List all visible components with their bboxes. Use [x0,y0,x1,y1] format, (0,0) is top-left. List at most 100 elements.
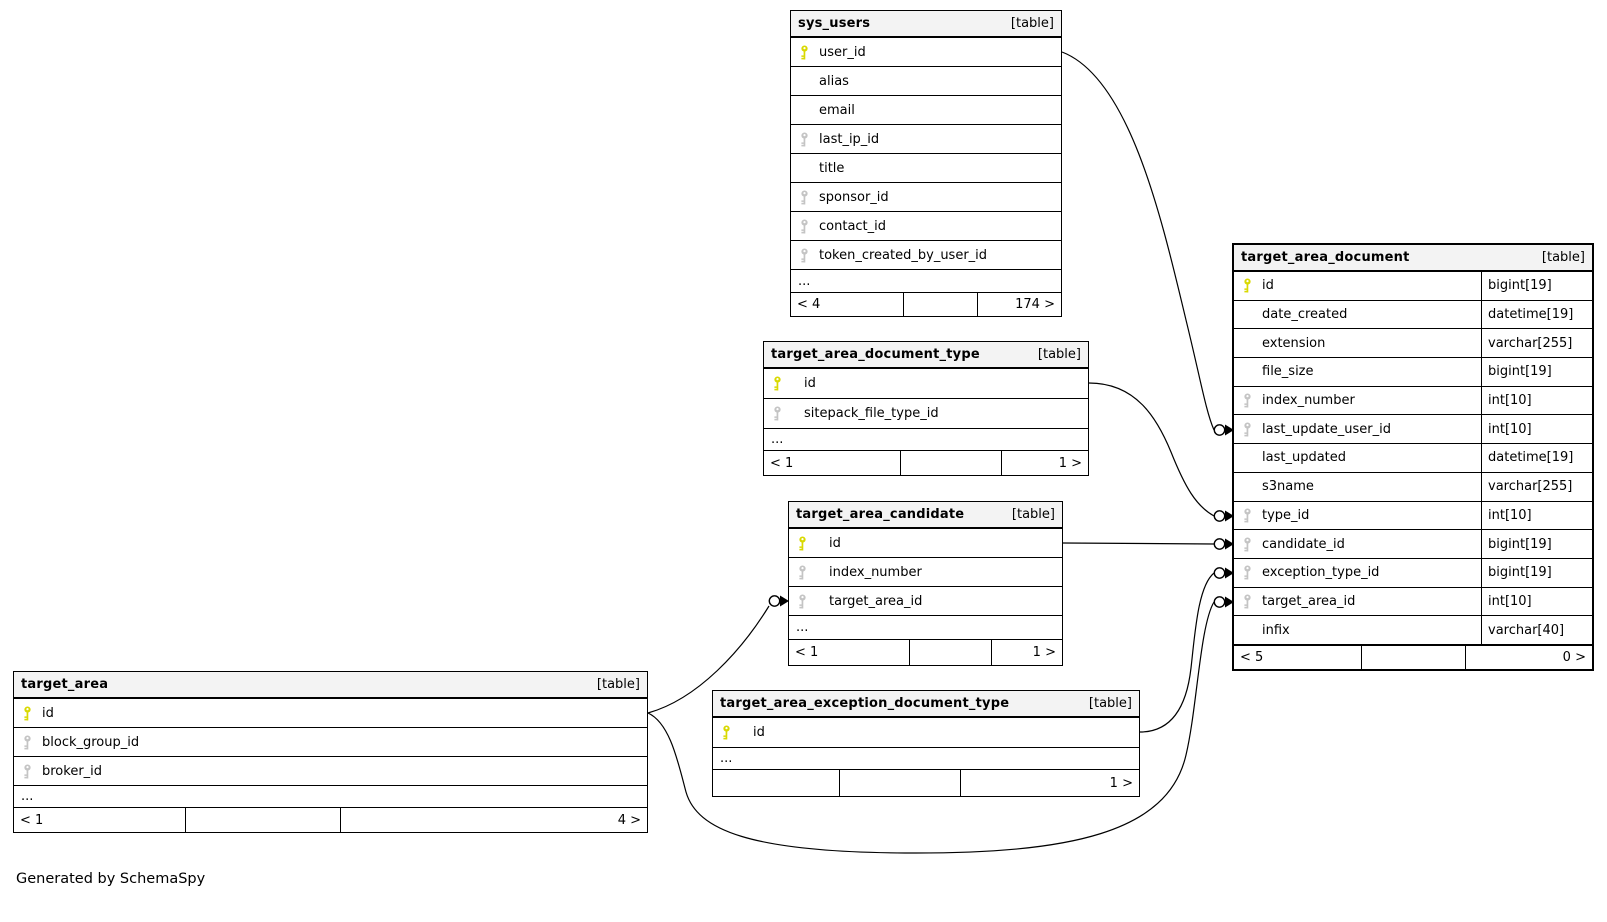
column-name: token_created_by_user_id [819,247,988,263]
column-row: title [791,154,1061,183]
table-tag: [table] [1010,16,1054,31]
foreign-key-icon [14,764,40,779]
table-footer: < 4 174 > [791,293,1061,316]
column-row: infix varchar[40] [1234,616,1592,645]
table-target_area[interactable]: target_area [table] id block_group_id br… [13,671,648,833]
column-row: target_area_id [789,587,1062,616]
table-tag: [table] [596,677,640,692]
table-sys_users[interactable]: sys_users [table] user_id alias email la… [790,10,1062,317]
fk-line-target_area_candidate-to-target_area_document [1062,538,1234,550]
column-type: varchar[255] [1481,472,1592,501]
table-name[interactable]: target_area [21,677,109,692]
column-row: last_updated datetime[19] [1234,444,1592,473]
row-count: 1 > [960,770,1139,796]
column-name: id [42,705,54,721]
column-name: id [804,376,816,391]
table-header[interactable]: target_area [table] [14,672,647,699]
column-row: broker_id [14,757,647,786]
table-name[interactable]: target_area_exception_document_type [720,696,1010,711]
foreign-key-icon [791,219,817,234]
table-footer: < 1 1 > [764,451,1088,475]
column-type: bigint[19] [1481,530,1592,558]
foreign-key-icon [1234,537,1260,552]
column-row: s3name varchar[255] [1234,472,1592,502]
zero-or-one-circle [1213,596,1226,608]
table-target_area_document_type[interactable]: target_area_document_type [table] id sit… [763,341,1089,476]
parent-count: < 1 [20,812,44,828]
ellipsis-row: ... [789,616,1062,640]
column-row: contact_id [791,212,1061,241]
foreign-key-icon [1234,422,1260,437]
foreign-key-icon [791,132,817,147]
table-tag: [table] [1037,347,1081,362]
column-row: candidate_id bigint[19] [1234,530,1592,559]
foreign-key-icon [789,565,815,580]
fk-line-target_area_exception_document_type-to-target_area_document [1139,567,1234,733]
table-header[interactable]: target_area_document_type [table] [764,342,1088,369]
foreign-key-icon [1234,393,1260,408]
column-name: date_created [1262,307,1348,323]
table-name[interactable]: target_area_candidate [796,507,965,522]
column-name: candidate_id [1262,536,1345,552]
table-header[interactable]: target_area_document [table] [1234,245,1592,272]
table-header[interactable]: target_area_exception_document_type [tab… [713,691,1139,718]
zero-or-one-circle [1213,424,1226,436]
table-name[interactable]: sys_users [798,16,871,31]
column-name: sitepack_file_type_id [804,406,939,421]
table-footer: 1 > [713,770,1139,796]
column-row: alias [791,67,1061,96]
column-row: extension varchar[255] [1234,329,1592,359]
ellipsis-row: ... [14,786,647,808]
column-row: index_number [789,558,1062,587]
row-count: 174 > [977,293,1061,316]
foreign-key-icon [1234,508,1260,523]
column-type: bigint[19] [1481,272,1592,300]
row-count: 1 > [1000,451,1088,475]
foreign-key-icon [764,406,790,421]
column-row: last_ip_id [791,125,1061,154]
column-row: date_created datetime[19] [1234,300,1592,330]
table-target_area_candidate[interactable]: target_area_candidate [table] id index_n… [788,501,1063,666]
column-name: target_area_id [1262,593,1356,609]
column-row: index_number int[10] [1234,386,1592,416]
column-row: id [14,699,647,728]
column-row: id [764,369,1088,399]
table-target_area_exception_document_type[interactable]: target_area_exception_document_type [tab… [712,690,1140,797]
table-tag: [table] [1088,696,1132,711]
column-row: sitepack_file_type_id [764,399,1088,429]
column-name: alias [819,73,849,89]
row-count: 4 > [339,808,647,832]
column-name: user_id [819,44,866,60]
table-name[interactable]: target_area_document_type [771,347,980,362]
parent-count: < 1 [770,455,794,471]
zero-or-one-circle [1213,567,1226,579]
column-type: datetime[19] [1481,300,1592,329]
column-type: int[10] [1481,501,1592,530]
zero-or-one-circle [1213,510,1226,522]
table-footer: < 1 1 > [789,640,1062,665]
column-row: email [791,96,1061,125]
table-tag: [table] [1541,250,1585,265]
column-name: type_id [1262,507,1310,523]
foreign-key-icon [789,594,815,609]
table-footer: < 5 0 > [1234,644,1592,669]
row-count: 1 > [991,640,1062,665]
column-name: id [829,535,841,551]
table-header[interactable]: sys_users [table] [791,11,1061,38]
table-name[interactable]: target_area_document [1241,250,1410,265]
column-type: int[10] [1481,386,1592,415]
column-type: bigint[19] [1481,358,1592,386]
column-type: varchar[40] [1481,616,1592,644]
column-name: email [819,102,855,118]
column-name: exception_type_id [1262,565,1380,581]
column-name: extension [1262,335,1326,351]
foreign-key-icon [1234,565,1260,580]
column-type: int[10] [1481,587,1592,616]
column-name: s3name [1262,479,1314,495]
table-header[interactable]: target_area_candidate [table] [789,502,1062,529]
column-name: title [819,160,845,176]
column-row: sponsor_id [791,183,1061,212]
column-type: int[10] [1481,415,1592,444]
table-target_area_document[interactable]: target_area_document [table] id bigint[1… [1232,243,1594,671]
column-name: contact_id [819,218,887,234]
